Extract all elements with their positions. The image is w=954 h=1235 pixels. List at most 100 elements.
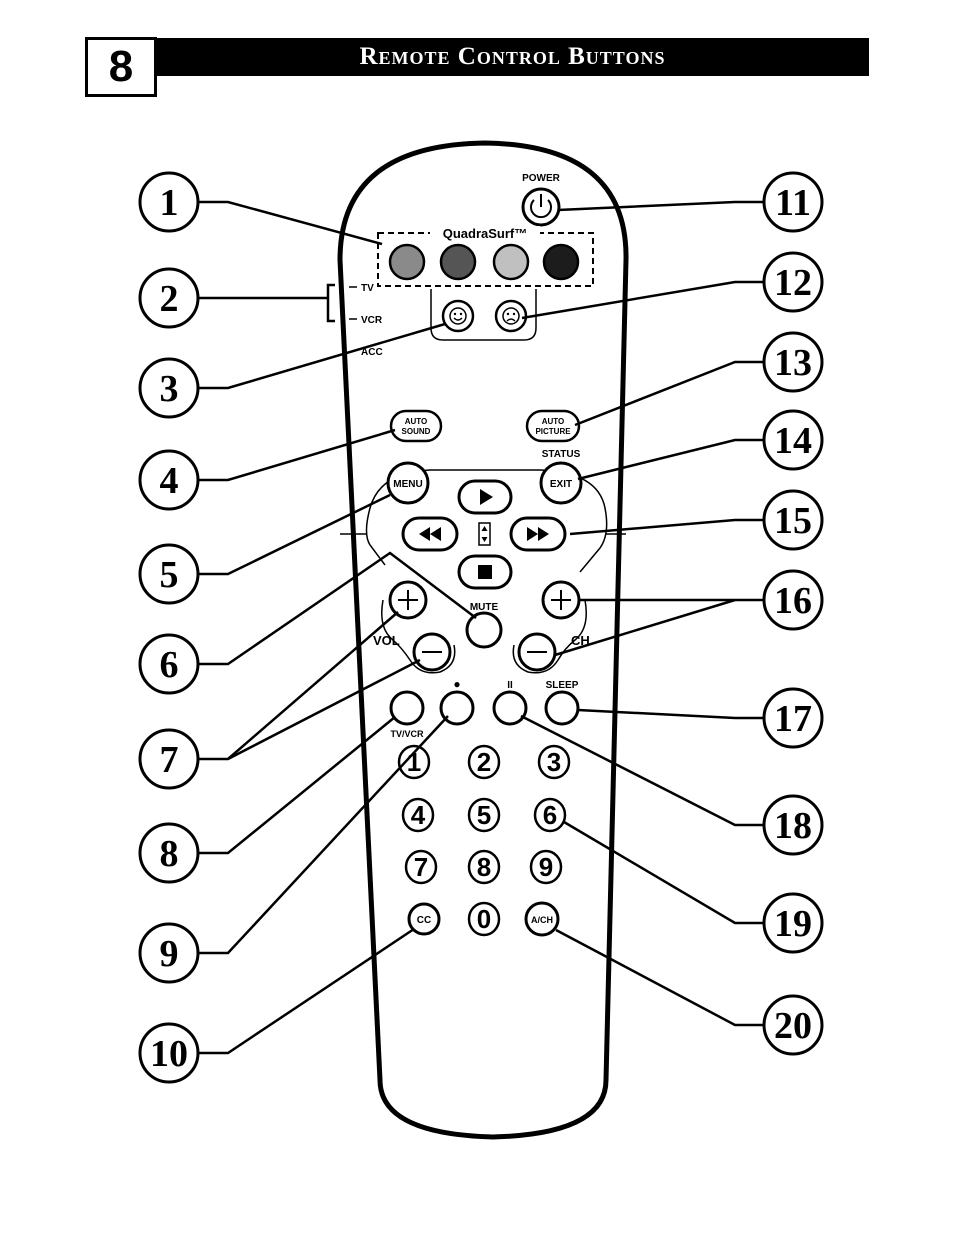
menu-button[interactable]: MENU <box>386 461 430 505</box>
key-1[interactable]: 1 <box>397 744 431 780</box>
rewind-icon <box>419 527 441 541</box>
svg-text:5: 5 <box>477 800 491 830</box>
svg-text:9: 9 <box>539 852 553 882</box>
callout-1: 1 <box>138 171 200 233</box>
mode-tv-label: TV <box>361 283 374 294</box>
power-button[interactable] <box>521 187 561 227</box>
quadrasurf-button-3[interactable] <box>492 243 530 281</box>
callout-15: 15 <box>762 489 824 551</box>
callout-20: 20 <box>762 994 824 1056</box>
auto-sound-button[interactable]: AUTO SOUND <box>389 409 443 443</box>
stop-button[interactable] <box>457 554 513 590</box>
ch-pocket <box>512 599 587 674</box>
frown-icon <box>502 307 520 325</box>
play-icon <box>480 489 493 505</box>
callout-16: 16 <box>762 569 824 631</box>
svg-text:0: 0 <box>477 904 491 934</box>
exit-button[interactable]: EXIT <box>539 461 583 505</box>
key-8[interactable]: 8 <box>467 849 501 885</box>
fast-forward-button[interactable] <box>509 516 567 552</box>
key-9[interactable]: 9 <box>529 849 563 885</box>
power-label: POWER <box>522 173 561 184</box>
mute-label: MUTE <box>470 602 499 613</box>
pause-button[interactable] <box>492 690 528 726</box>
svg-text:7: 7 <box>414 852 428 882</box>
callout-5: 5 <box>138 543 200 605</box>
key-5[interactable]: 5 <box>467 797 501 833</box>
svg-text:12: 12 <box>774 262 812 304</box>
quadrasurf-button-2[interactable] <box>439 243 477 281</box>
volume-up-button[interactable] <box>388 580 428 620</box>
channel-up-button[interactable] <box>541 580 581 620</box>
callout-4: 4 <box>138 449 200 511</box>
vol-label: VOL <box>373 633 400 648</box>
key-0[interactable]: 0 <box>467 901 501 937</box>
svg-text:13: 13 <box>774 342 812 384</box>
power-icon <box>530 194 552 219</box>
mute-button[interactable] <box>465 611 503 649</box>
channel-down-button[interactable] <box>517 632 557 672</box>
transport-cluster <box>365 469 608 573</box>
key-6[interactable]: 6 <box>533 797 567 833</box>
plus-icon <box>398 590 418 610</box>
callout-13: 13 <box>762 331 824 393</box>
quadrasurf-button-1[interactable] <box>388 243 426 281</box>
plus-icon <box>551 590 571 610</box>
smile-icon <box>449 307 467 325</box>
svg-text:11: 11 <box>775 182 811 224</box>
svg-text:6: 6 <box>543 800 557 830</box>
callout-17: 17 <box>762 687 824 749</box>
vol-pocket <box>381 599 456 674</box>
svg-text:14: 14 <box>774 420 812 462</box>
alt-channel-button[interactable]: A/CH <box>524 901 560 937</box>
page-number: 8 <box>85 37 157 97</box>
svg-text:7: 7 <box>160 739 179 781</box>
svg-text:18: 18 <box>774 805 812 847</box>
play-button[interactable] <box>457 479 513 515</box>
svg-text:20: 20 <box>774 1005 812 1047</box>
tv-vcr-button[interactable] <box>389 690 425 726</box>
tracking-icon <box>478 522 491 546</box>
svg-text:9: 9 <box>160 933 179 975</box>
frown-button[interactable] <box>494 299 528 333</box>
svg-text:4: 4 <box>411 800 426 830</box>
quadrasurf-button-4[interactable] <box>542 243 580 281</box>
callout-18: 18 <box>762 794 824 856</box>
key-3[interactable]: 3 <box>537 744 571 780</box>
svg-text:PICTURE: PICTURE <box>535 427 571 436</box>
svg-text:AUTO: AUTO <box>405 417 428 426</box>
callout-8: 8 <box>138 822 200 884</box>
svg-text:16: 16 <box>774 580 812 622</box>
svg-text:SOUND: SOUND <box>402 427 431 436</box>
key-4[interactable]: 4 <box>401 797 435 833</box>
status-label: STATUS <box>542 449 581 460</box>
svg-text:5: 5 <box>160 554 179 596</box>
svg-text:15: 15 <box>774 500 812 542</box>
key-2[interactable]: 2 <box>467 744 501 780</box>
cc-button[interactable]: CC <box>407 902 441 936</box>
svg-text:8: 8 <box>477 852 491 882</box>
sleep-button[interactable] <box>544 690 580 726</box>
tvvcr-label: TV/VCR <box>390 729 424 739</box>
callout-11: 11 <box>762 171 824 233</box>
svg-text:10: 10 <box>150 1033 188 1075</box>
svg-text:1: 1 <box>160 182 179 224</box>
svg-text:A/CH: A/CH <box>531 915 553 925</box>
smile-button[interactable] <box>441 299 475 333</box>
key-7[interactable]: 7 <box>404 849 438 885</box>
page-title: Remote Control Buttons <box>156 38 869 76</box>
stop-icon <box>478 565 492 579</box>
pause-label: II <box>507 680 513 691</box>
svg-text:2: 2 <box>160 278 179 320</box>
record-button[interactable] <box>439 690 475 726</box>
rewind-button[interactable] <box>401 516 459 552</box>
svg-text:1: 1 <box>407 747 421 777</box>
auto-picture-button[interactable]: AUTO PICTURE <box>525 409 581 443</box>
volume-down-button[interactable] <box>412 632 452 672</box>
ch-label: CH <box>571 633 590 648</box>
svg-text:MENU: MENU <box>393 479 422 490</box>
smiley-pocket <box>430 289 537 341</box>
callout-7: 7 <box>138 728 200 790</box>
callout-14: 14 <box>762 409 824 471</box>
